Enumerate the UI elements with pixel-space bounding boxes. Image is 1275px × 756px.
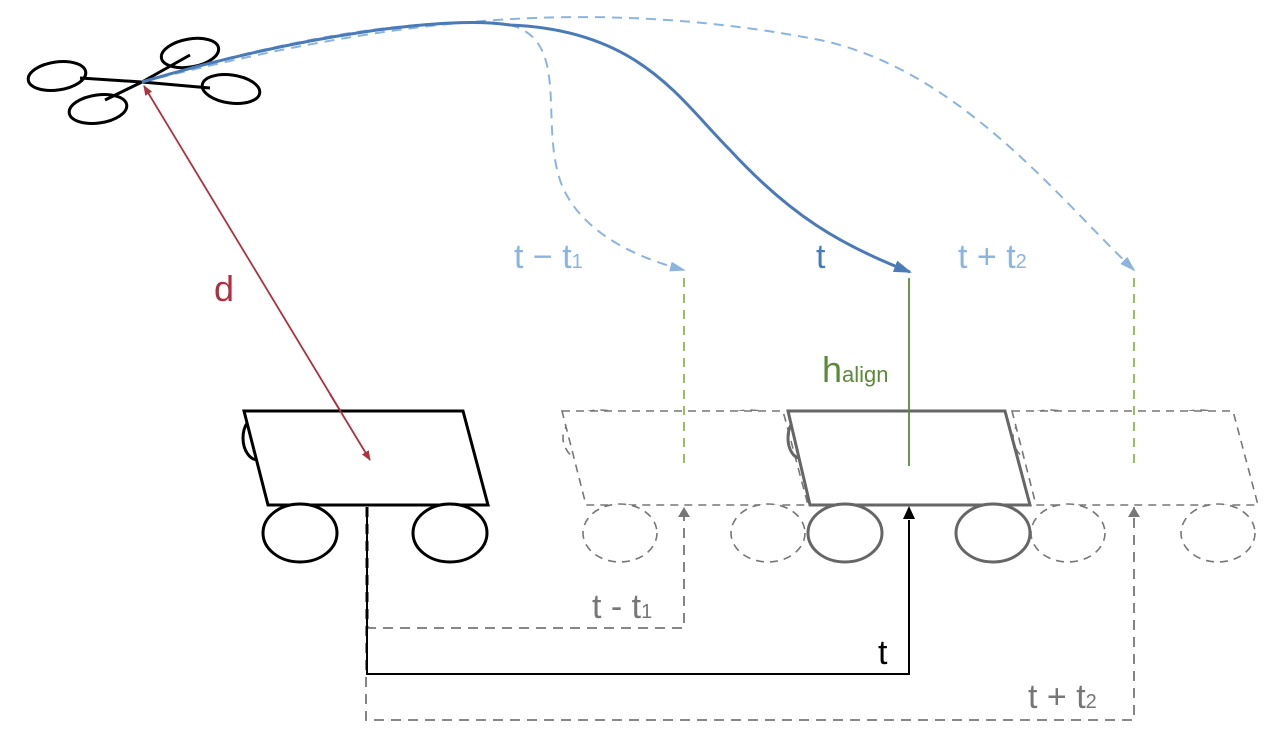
ghost-rover-minus [560, 409, 810, 563]
traj-label-plus: t + t2 [958, 238, 1027, 276]
time-label-minus: t - t1 [592, 588, 652, 626]
distance-arrow-tip [329, 393, 371, 461]
rover-wheel [261, 502, 339, 564]
drone-arm [141, 80, 211, 90]
ghost-body [560, 410, 810, 506]
rover-wheel [954, 502, 1032, 564]
h-align-label: halign [822, 349, 889, 390]
ghost-wheel [1030, 503, 1106, 563]
ghost-wheel [1180, 503, 1256, 563]
current-rover [786, 409, 1032, 564]
rotor [67, 93, 129, 125]
trajectory-ghost-minus [141, 21, 686, 272]
rotor [26, 60, 88, 92]
drone-arm [79, 76, 143, 84]
rover-body [242, 409, 490, 507]
distance-label: d [214, 268, 234, 309]
timing-arrowhead-plus [1128, 507, 1140, 517]
trajectory-main [141, 21, 912, 274]
rover [241, 409, 490, 564]
traj-label-minus: t − t1 [514, 238, 583, 276]
ghost-rover-plus [1010, 409, 1260, 563]
drone-arm [104, 80, 143, 102]
timing-arrowhead-now [903, 506, 915, 519]
time-label-now: t [878, 634, 888, 672]
ghost-wheel [730, 503, 806, 563]
trajectory-ghost-plus [141, 16, 1136, 272]
time-label-plus: t + t2 [1028, 678, 1097, 716]
ghost-body [1010, 410, 1260, 506]
rover-wheel [806, 502, 884, 564]
drone-arm [141, 53, 191, 84]
timing-arrowhead-minus [678, 507, 690, 517]
rover-wheel [411, 502, 489, 564]
drone [26, 36, 262, 125]
traj-label-now: t [816, 238, 826, 276]
ghost-wheel [582, 503, 658, 563]
timing-path-now [366, 507, 910, 675]
